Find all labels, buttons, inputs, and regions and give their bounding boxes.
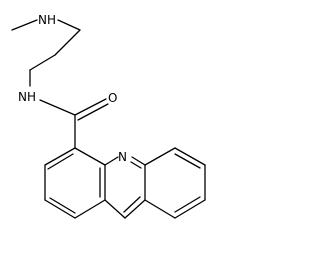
bond-c2-inner (130, 161, 142, 169)
bond-r1 (144, 147, 176, 166)
amine-nh-label: NH (38, 13, 56, 27)
bond-carbonyl-o-1 (74, 98, 107, 116)
bond-nh-carbonyl (39, 99, 76, 116)
bond-l4 (74, 199, 106, 219)
bond-ch2b-ch2c (29, 54, 56, 71)
bond-r5 (144, 199, 176, 219)
structure-canvas: NH NH O N (11, 13, 206, 219)
bond-l1 (44, 147, 76, 166)
bond-ch2a-ch2b (54, 29, 81, 56)
bond-r4 (174, 199, 206, 219)
amide-nh-label: NH (18, 90, 36, 104)
bond-c2 (131, 156, 146, 166)
bond-n-ch2a (57, 19, 81, 31)
ring-n-label: N (118, 150, 127, 164)
bond-l6 (74, 147, 106, 166)
bond-c5 (104, 199, 126, 219)
bond-methyl-n (11, 19, 38, 31)
carbonyl-o-label: O (108, 91, 117, 105)
bond-r2-inner (174, 153, 201, 169)
bond-c1 (104, 156, 119, 166)
bond-l3 (44, 199, 76, 219)
bond-c4 (124, 199, 146, 219)
molecule-structure: NH NH O N (11, 13, 206, 219)
bond-r2 (174, 147, 206, 166)
bond-c4-inner (123, 196, 141, 213)
bond-l1-inner (47, 153, 74, 170)
bond-r4-inner (174, 196, 201, 213)
bond-l3-inner (49, 197, 76, 214)
bond-carbonyl-o-2 (77, 103, 109, 121)
